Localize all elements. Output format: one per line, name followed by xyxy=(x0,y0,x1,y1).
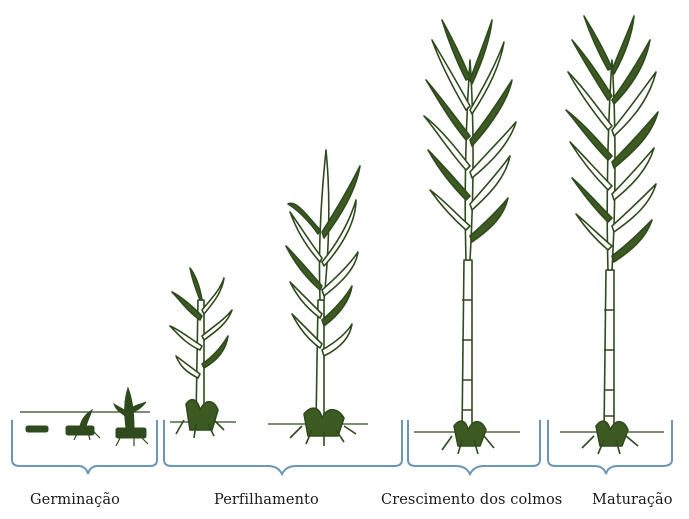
label-maturacao: Maturação xyxy=(592,492,673,508)
germination-setts xyxy=(26,388,148,446)
label-perfilhamento: Perfilhamento xyxy=(214,492,319,508)
elongation-plant xyxy=(424,20,516,454)
ground-brackets xyxy=(12,420,672,474)
tillering-small-plant xyxy=(170,268,232,438)
label-crescimento-dos-colmos: Crescimento dos colmos xyxy=(381,492,562,508)
label-germinacao: Germinação xyxy=(30,492,120,508)
tillering-large-plant xyxy=(286,150,360,446)
maturation-plant xyxy=(566,16,658,454)
